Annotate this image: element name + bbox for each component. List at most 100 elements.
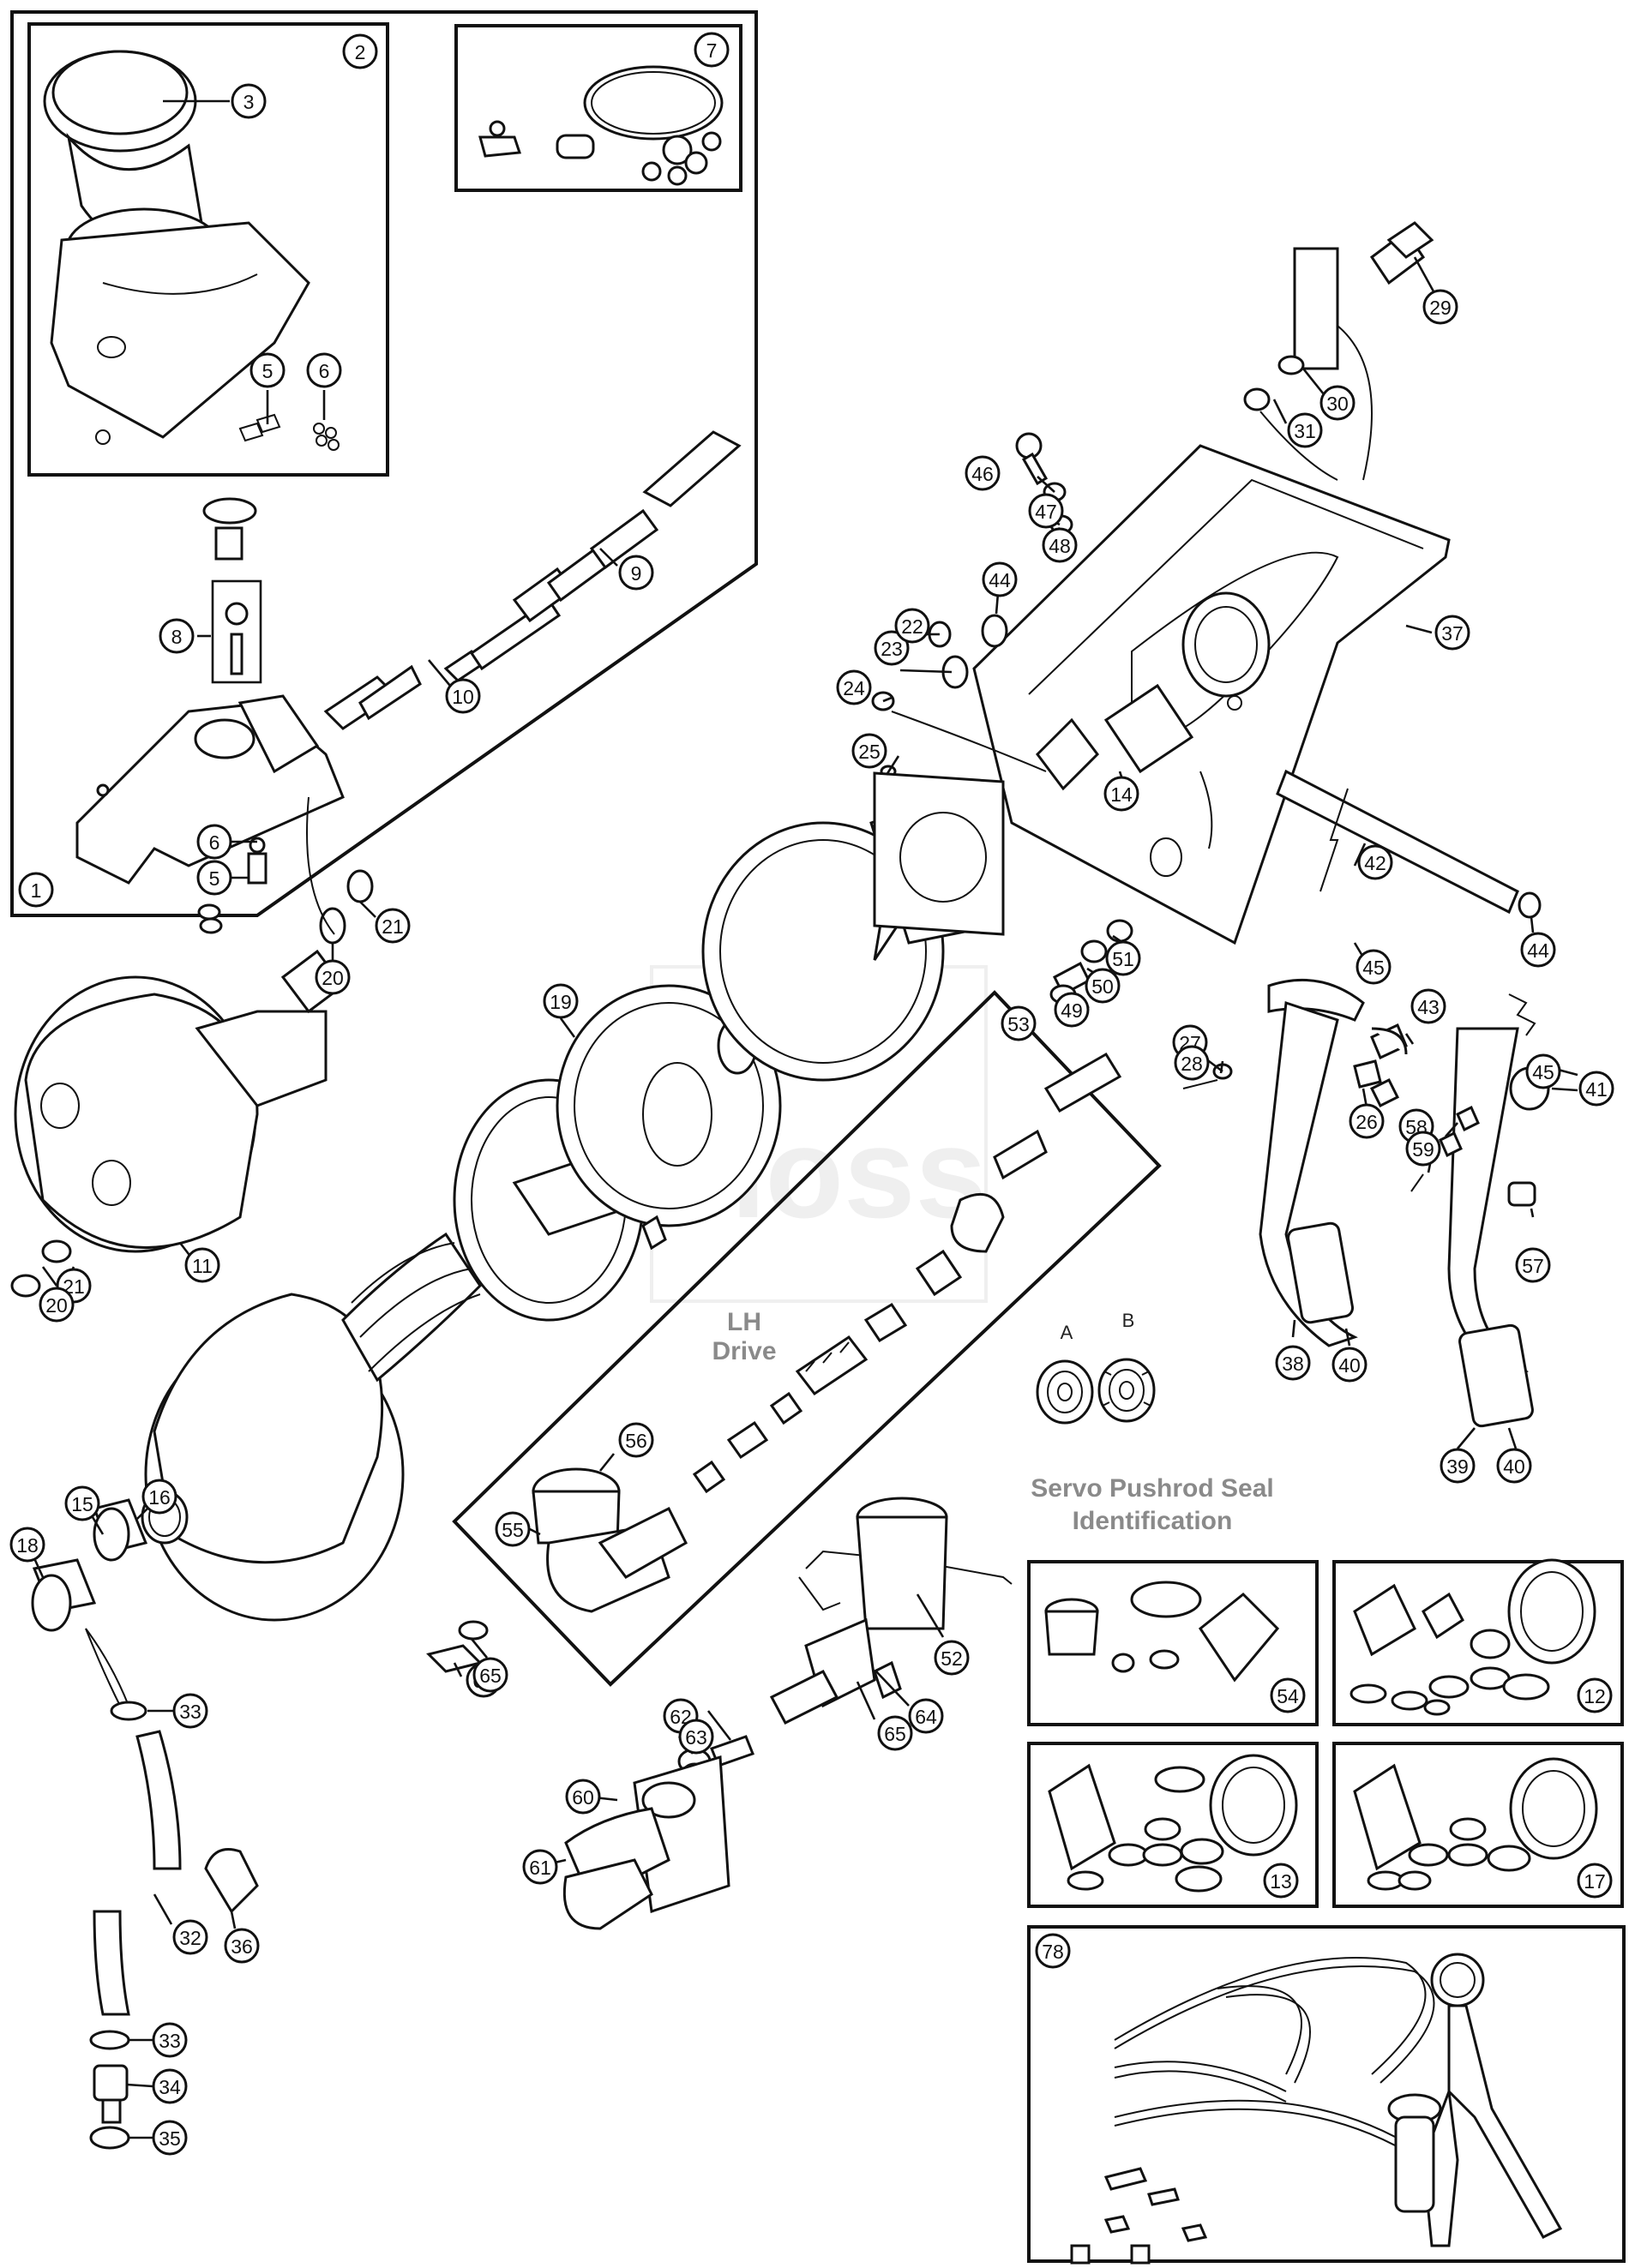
callout-49: 49 [1054, 992, 1090, 1028]
callout-45: 45 [1355, 949, 1392, 985]
callout-number: 14 [1110, 783, 1133, 806]
callout-circle [184, 1247, 220, 1283]
reservoir-leaders [163, 99, 326, 424]
callout-number: 30 [1326, 393, 1349, 415]
callout-number: 37 [1441, 622, 1464, 645]
callout-number: 49 [1061, 999, 1083, 1022]
callout-number: 41 [1585, 1078, 1608, 1101]
callout-41: 41 [1578, 1071, 1614, 1107]
callout-circle [1357, 844, 1393, 880]
callout-number: 31 [1294, 420, 1316, 442]
callout-61: 61 [522, 1849, 558, 1885]
pedals-drawing [1049, 788, 1550, 1428]
callout-number: 48 [1049, 535, 1071, 557]
callout-number: 35 [159, 2127, 181, 2150]
callout-circle [1355, 949, 1392, 985]
callout-circle [1405, 1131, 1441, 1167]
callout-circle [874, 630, 910, 666]
callout-number: 53 [1007, 1013, 1030, 1035]
callout-circle [1263, 1863, 1299, 1899]
callout-51: 51 [1105, 940, 1141, 976]
callout-number: 43 [1417, 996, 1440, 1018]
callout-46: 46 [965, 455, 1001, 491]
callout-circle [306, 352, 342, 388]
callout-circle [1001, 1005, 1037, 1041]
callout-number: 47 [1035, 501, 1057, 523]
callout-44: 44 [982, 561, 1018, 597]
callout-circle [1035, 1933, 1071, 1969]
callout-circle [472, 1657, 508, 1693]
callout-circle [172, 1693, 208, 1729]
callout-number: 65 [884, 1723, 906, 1745]
callout-3: 3 [231, 83, 267, 119]
kit-17-box [1332, 1742, 1624, 1908]
kit-54-box [1027, 1560, 1319, 1726]
seal-b-label: B [1122, 1310, 1135, 1331]
callout-circle [618, 1422, 654, 1458]
callout-circle [1434, 615, 1470, 651]
callout-6: 6 [196, 824, 232, 860]
callout-number: 40 [1503, 1455, 1525, 1478]
hose-leaders [33, 1508, 237, 2139]
callout-circle [565, 1779, 601, 1815]
callout-48: 48 [1042, 527, 1078, 563]
callout-number: 17 [1584, 1870, 1606, 1893]
reservoir-inset-box [27, 22, 389, 477]
callout-circle [694, 32, 730, 68]
callout-circle [141, 1479, 177, 1515]
callout-78: 78 [1035, 1933, 1071, 1969]
callout-number: 36 [231, 1935, 253, 1958]
callout-circle [934, 1640, 970, 1676]
callout-16: 16 [141, 1479, 177, 1515]
callout-circle [1520, 932, 1556, 968]
lh-drive-leaders [529, 1453, 616, 1536]
callout-53: 53 [1001, 1005, 1037, 1041]
pedal-box-drawing [871, 221, 1542, 945]
callout-40: 40 [1331, 1347, 1368, 1383]
seal-kit-drawing [478, 65, 724, 186]
callout-17: 17 [1577, 1863, 1613, 1899]
callout-number: 6 [319, 360, 330, 382]
callout-33: 33 [152, 2022, 188, 2058]
callout-circle [152, 2068, 188, 2104]
callout-circle [1577, 1863, 1613, 1899]
callout-number: 15 [71, 1493, 93, 1515]
callout-number: 56 [625, 1430, 647, 1452]
kit-12-box [1332, 1560, 1624, 1726]
callout-circle [1054, 992, 1090, 1028]
callout-31: 31 [1287, 412, 1323, 448]
callout-22: 22 [894, 608, 930, 644]
callout-number: 63 [685, 1726, 707, 1749]
callout-circle [224, 1928, 260, 1964]
callout-circle [1270, 1677, 1306, 1713]
callout-number: 60 [572, 1786, 594, 1809]
callout-number: 6 [209, 831, 220, 854]
callout-39: 39 [1440, 1448, 1476, 1484]
callout-26: 26 [1349, 1103, 1385, 1139]
callout-circle [1440, 1448, 1476, 1484]
callout-circle [678, 1719, 714, 1755]
callout-number: 78 [1042, 1941, 1064, 1963]
callout-5: 5 [196, 860, 232, 896]
lh-drive-group-box [452, 990, 1162, 1687]
callout-32: 32 [172, 1919, 208, 1955]
callout-circle [39, 1287, 75, 1323]
callout-circle [1577, 1677, 1613, 1713]
callout-circle [965, 455, 1001, 491]
callout-circle [196, 860, 232, 896]
callout-28: 28 [1174, 1045, 1210, 1081]
callout-circle [152, 2022, 188, 2058]
callout-number: 18 [16, 1534, 39, 1557]
callout-number: 2 [355, 41, 366, 63]
callout-circle [543, 983, 579, 1019]
callout-35: 35 [152, 2120, 188, 2156]
callout-circle [375, 908, 411, 944]
callout-21: 21 [375, 908, 411, 944]
callout-circle [342, 33, 378, 69]
master-cylinder-leaders [197, 548, 618, 962]
callout-number: 55 [502, 1519, 524, 1541]
callout-number: 7 [706, 39, 718, 62]
callout-circle [1422, 289, 1458, 325]
